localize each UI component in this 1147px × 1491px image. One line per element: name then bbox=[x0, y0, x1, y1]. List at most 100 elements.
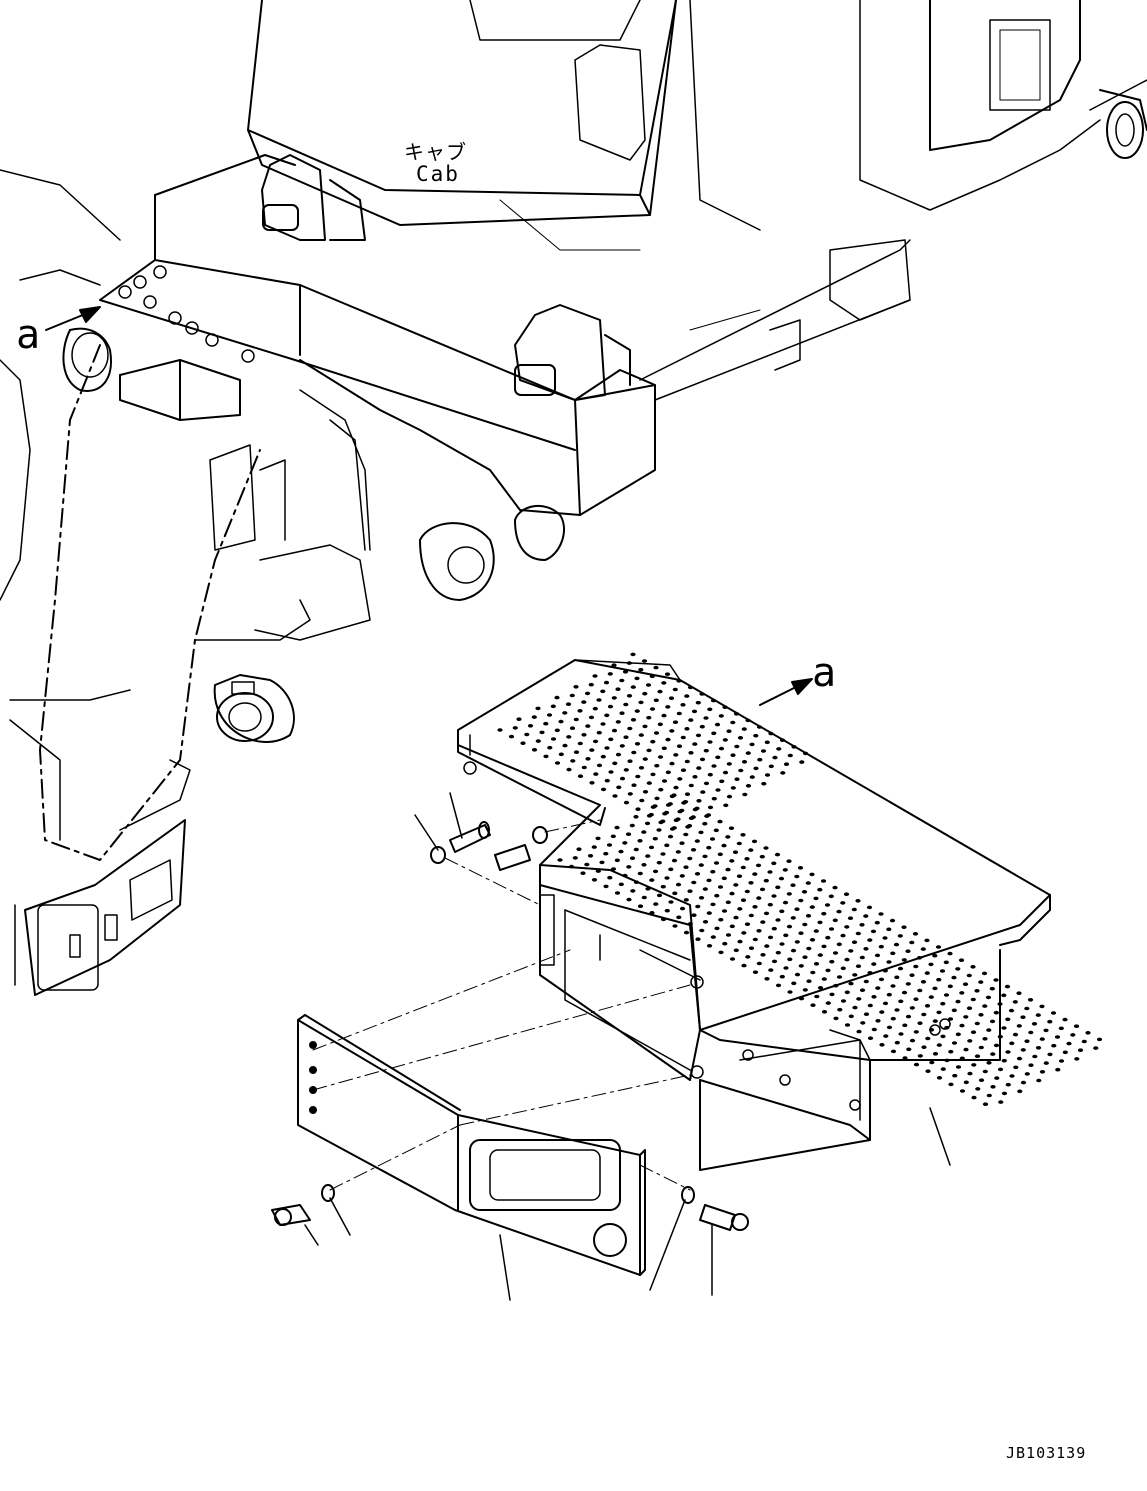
perforation-hole bbox=[837, 1007, 843, 1012]
perforation-hole bbox=[1028, 1063, 1034, 1067]
perforation-hole bbox=[635, 774, 641, 779]
perforation-hole bbox=[554, 695, 560, 700]
perforation-hole bbox=[703, 716, 709, 720]
perforation-hole bbox=[810, 970, 816, 975]
perforation-hole bbox=[573, 750, 580, 754]
perforation-hole bbox=[604, 778, 610, 783]
perforation-hole bbox=[687, 856, 693, 861]
perforation-hole bbox=[859, 923, 865, 927]
perforation-hole bbox=[814, 994, 820, 999]
perforation-hole bbox=[997, 1002, 1003, 1006]
perforation-hole bbox=[936, 1043, 942, 1047]
perforation-hole bbox=[955, 1032, 961, 1037]
perforation-hole bbox=[897, 934, 903, 938]
perforation-hole bbox=[909, 1006, 915, 1010]
perforation-hole bbox=[702, 887, 708, 891]
perforation-hole bbox=[687, 685, 694, 690]
perforation-hole bbox=[592, 706, 598, 711]
perforation-hole bbox=[928, 962, 934, 967]
perforation-hole bbox=[1004, 984, 1011, 989]
perforation-hole bbox=[584, 691, 591, 696]
perforation-hole bbox=[649, 911, 655, 915]
perforation-hole bbox=[631, 783, 637, 787]
perforation-hole bbox=[947, 1017, 954, 1021]
perforation-hole bbox=[963, 1015, 969, 1019]
perforation-hole bbox=[622, 841, 628, 845]
perforation-hole bbox=[748, 946, 755, 950]
perforation-hole bbox=[730, 720, 736, 725]
perforation-hole bbox=[782, 900, 789, 905]
perforation-hole bbox=[971, 1063, 977, 1067]
perforation-hole bbox=[798, 964, 804, 968]
perforation-hole bbox=[1039, 1004, 1045, 1009]
cab-body bbox=[248, 0, 1147, 230]
perforation-hole bbox=[679, 841, 685, 845]
perforation-hole bbox=[767, 870, 773, 874]
perforation-hole bbox=[604, 713, 610, 718]
perforation-hole bbox=[745, 718, 751, 723]
perforation-hole bbox=[497, 728, 503, 732]
perforation-hole bbox=[600, 722, 606, 726]
perforation-hole bbox=[761, 781, 767, 786]
perforation-hole bbox=[736, 874, 743, 878]
perforation-hole bbox=[717, 885, 724, 889]
perforation-hole bbox=[920, 980, 927, 984]
perforation-hole bbox=[859, 955, 865, 960]
perforation-hole bbox=[588, 682, 594, 687]
perforation-hole bbox=[1032, 1054, 1038, 1059]
perforation-hole bbox=[654, 763, 660, 768]
perforation-hole bbox=[1020, 1048, 1026, 1052]
perforation-hole bbox=[764, 740, 770, 745]
perforation-hole bbox=[925, 1036, 931, 1041]
perforation-hole bbox=[913, 1030, 919, 1034]
perforation-hole bbox=[698, 830, 704, 835]
perforation-hole bbox=[648, 845, 655, 850]
perforation-hole bbox=[986, 1028, 992, 1032]
perforation-hole bbox=[959, 991, 965, 995]
perforation-hole bbox=[531, 715, 537, 719]
perforation-hole bbox=[667, 802, 673, 806]
perforation-hole bbox=[767, 935, 774, 940]
perforation-hole bbox=[618, 849, 624, 854]
perforation-hole bbox=[901, 958, 907, 962]
perforation-hole bbox=[878, 977, 885, 982]
perforation-hole bbox=[623, 768, 629, 772]
perforation-hole bbox=[740, 865, 746, 870]
perforation-hole bbox=[691, 709, 698, 714]
perforation-hole bbox=[821, 977, 827, 981]
perforation-hole bbox=[603, 884, 609, 889]
perforation-hole bbox=[763, 846, 769, 850]
perforation-hole bbox=[805, 881, 811, 885]
perforation-hole bbox=[595, 836, 601, 841]
perforation-hole bbox=[660, 819, 666, 824]
perforation-hole bbox=[661, 746, 667, 751]
perforation-hole bbox=[825, 968, 831, 973]
perforation-hole bbox=[779, 974, 785, 979]
perforation-hole bbox=[733, 712, 740, 716]
perforation-hole bbox=[844, 990, 850, 995]
perforation-hole bbox=[920, 947, 926, 951]
perforation-hole bbox=[692, 742, 698, 746]
perforation-hole bbox=[737, 939, 743, 944]
perforation-hole bbox=[840, 933, 846, 938]
side-cover-panel bbox=[298, 1015, 645, 1275]
perforation-hole bbox=[627, 759, 633, 763]
perforation-hole bbox=[634, 709, 640, 713]
perforation-hole bbox=[695, 904, 701, 909]
perforation-hole bbox=[771, 926, 777, 931]
perforation-hole bbox=[672, 891, 678, 896]
perforation-hole bbox=[764, 977, 770, 981]
perforation-hole bbox=[787, 957, 793, 962]
perforation-hole bbox=[672, 924, 678, 928]
perforation-hole bbox=[650, 772, 656, 777]
perforation-hole bbox=[680, 768, 687, 772]
perforation-hole bbox=[687, 922, 693, 926]
perforation-hole bbox=[974, 1021, 980, 1026]
perforation-hole bbox=[699, 928, 705, 933]
perforation-hole bbox=[802, 922, 808, 927]
perforation-hole bbox=[767, 902, 773, 907]
perforation-hole bbox=[990, 1052, 996, 1056]
perforation-hole bbox=[660, 852, 666, 856]
perforation-hole bbox=[883, 1034, 889, 1038]
perforation-hole bbox=[557, 858, 563, 862]
